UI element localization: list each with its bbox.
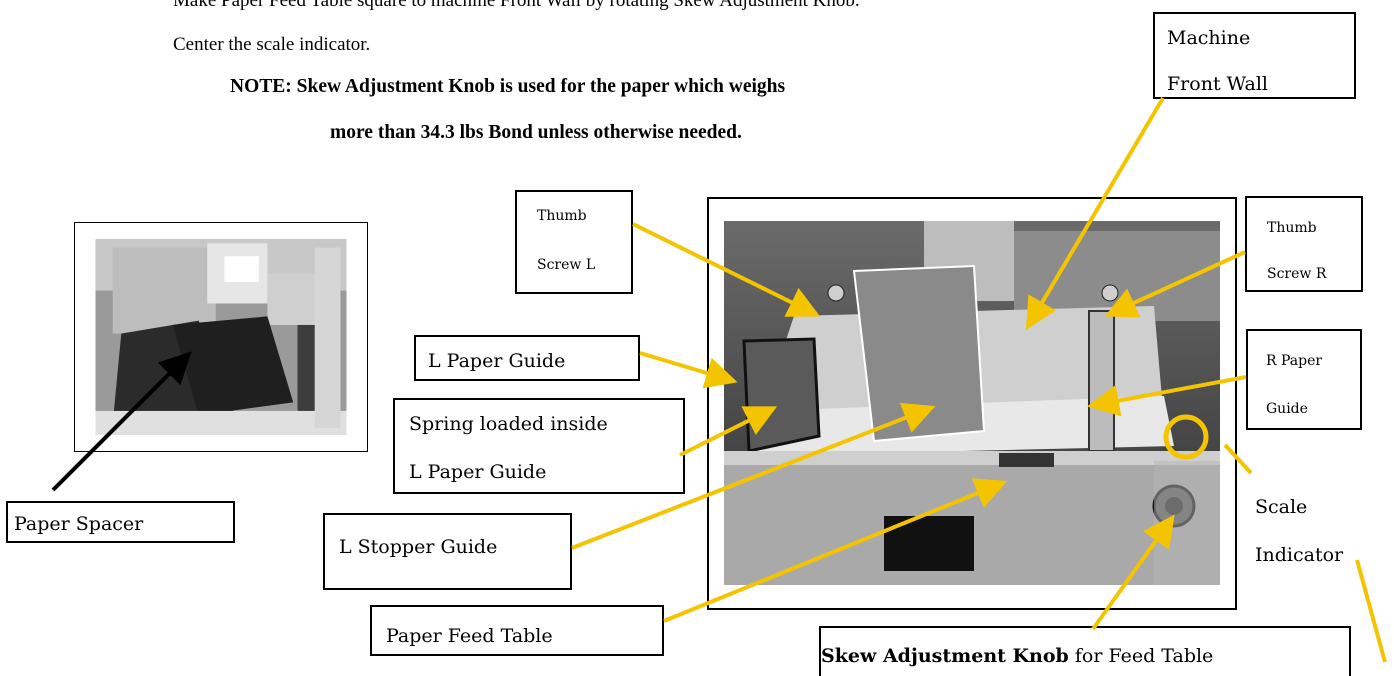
callout-paper-spacer: Paper Spacer — [6, 501, 235, 543]
feed-table-photo — [724, 221, 1220, 585]
note-line-2: more than 34.3 lbs Bond unless otherwise… — [330, 122, 742, 143]
intro-line-2: Center the scale indicator. — [173, 34, 371, 55]
callout-skew-adjustment-knob: Skew Adjustment Knob for Feed Table — [819, 626, 1351, 676]
callout-thumb-screw-l: Thumb Screw L — [515, 190, 633, 294]
intro-line-1: Make Paper Feed Table square to machine … — [173, 0, 860, 11]
scale-indicator-line-1: Scale — [1255, 496, 1308, 518]
callout-machine-front-wall: Machine Front Wall — [1153, 12, 1356, 99]
note-line-1: NOTE: Skew Adjustment Knob is used for t… — [230, 76, 786, 97]
inset-photo-frame — [74, 222, 368, 452]
callout-paper-feed-table: Paper Feed Table — [370, 605, 664, 656]
skew-knob-bold-label: Skew Adjustment Knob — [821, 645, 1069, 667]
skew-knob-rest-label: for Feed Table — [1068, 645, 1214, 667]
arrow-scale-indicator-tail — [1355, 559, 1387, 663]
main-photo-frame — [707, 197, 1237, 610]
callout-l-paper-guide: L Paper Guide — [414, 335, 640, 381]
callout-l-stopper-guide: L Stopper Guide — [323, 513, 572, 590]
callout-r-paper-guide: R Paper Guide — [1246, 329, 1362, 430]
callout-thumb-screw-r: Thumb Screw R — [1245, 196, 1363, 292]
paper-spacer-photo — [95, 239, 347, 435]
scale-indicator-line-2: Indicator — [1255, 544, 1344, 566]
callout-spring-loaded: Spring loaded inside L Paper Guide — [393, 398, 685, 494]
